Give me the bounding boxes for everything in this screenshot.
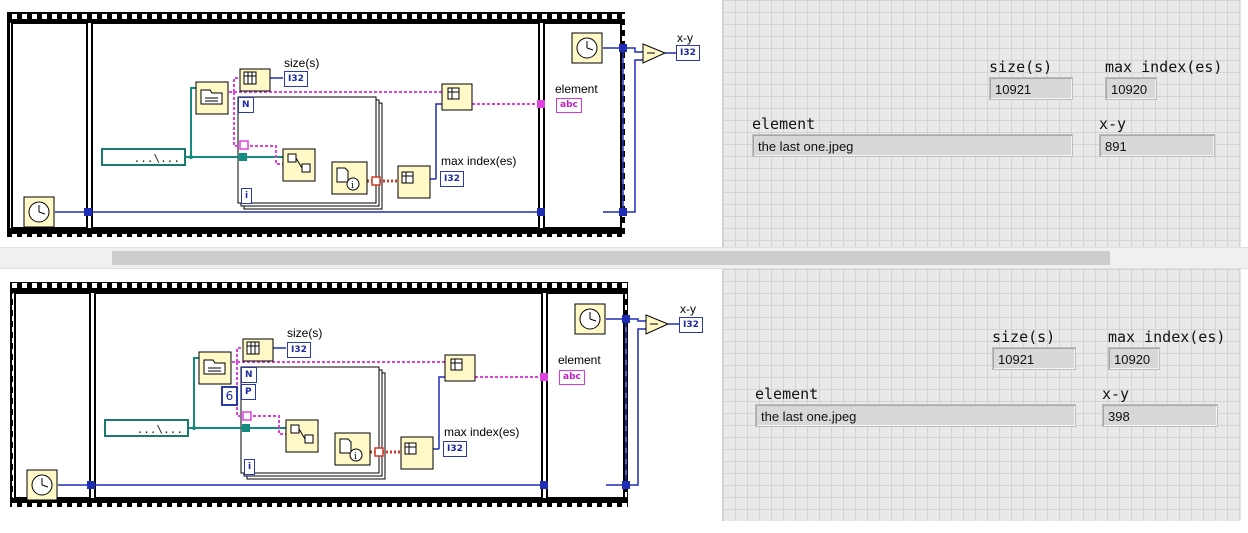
scrollbar-thumb[interactable] bbox=[112, 251, 1110, 265]
element-indicator: the last one.jpeg bbox=[755, 404, 1076, 427]
element-label: element bbox=[755, 385, 819, 403]
file-info-icon[interactable]: i bbox=[334, 432, 371, 466]
max-index-label: max index(es) bbox=[1105, 58, 1223, 76]
size-indicator: 10921 bbox=[989, 77, 1073, 100]
element-label: element bbox=[555, 82, 598, 96]
folder-list-icon[interactable] bbox=[195, 81, 229, 115]
wiring-bottom: i bbox=[10, 282, 679, 507]
subtract-icon[interactable] bbox=[645, 314, 670, 335]
clock-icon[interactable] bbox=[26, 469, 58, 501]
loop-parallel-p: P bbox=[241, 384, 256, 400]
size-indicator: 10921 bbox=[992, 347, 1076, 370]
array-index-icon[interactable] bbox=[441, 83, 473, 111]
max-index-terminal[interactable]: I32 bbox=[443, 441, 467, 457]
xy-terminal[interactable]: I32 bbox=[679, 317, 703, 333]
clock-icon[interactable] bbox=[23, 196, 55, 228]
file-info-icon[interactable]: i bbox=[331, 161, 368, 195]
element-terminal[interactable]: abc bbox=[556, 98, 582, 113]
max-min-icon[interactable] bbox=[400, 436, 434, 470]
build-path-icon[interactable] bbox=[282, 148, 316, 182]
clock-icon[interactable] bbox=[571, 32, 603, 64]
element-label: element bbox=[752, 115, 816, 133]
path-constant[interactable]: ...\... bbox=[104, 419, 189, 437]
loop-iteration-i: i bbox=[244, 459, 256, 475]
size-indicator-terminal[interactable]: I32 bbox=[284, 71, 308, 87]
block-diagram-bottom: i size(s) I32 max index(es) I32 element … bbox=[0, 269, 720, 531]
xy-terminal[interactable]: I32 bbox=[676, 45, 700, 61]
subtract-icon[interactable] bbox=[642, 43, 667, 64]
max-index-indicator: 10920 bbox=[1108, 347, 1160, 370]
svg-text:i: i bbox=[354, 452, 357, 462]
size-label: size(s) bbox=[989, 58, 1053, 76]
horizontal-scrollbar[interactable] bbox=[0, 247, 1248, 269]
xy-indicator: 398 bbox=[1102, 404, 1218, 427]
max-index-indicator: 10920 bbox=[1105, 77, 1157, 100]
size-label: size(s) bbox=[287, 326, 323, 340]
loop-count-n: N bbox=[241, 367, 257, 383]
block-diagram-top: i size(s) I32 max index(es) I32 element … bbox=[0, 0, 720, 262]
size-label: size(s) bbox=[992, 328, 1056, 346]
build-path-icon[interactable] bbox=[285, 419, 319, 453]
max-min-icon[interactable] bbox=[397, 165, 431, 199]
frame-1 bbox=[14, 292, 91, 499]
max-index-label: max index(es) bbox=[1108, 328, 1226, 346]
front-panel-top: size(s) 10921 max index(es) 10920 elemen… bbox=[722, 0, 1241, 247]
path-constant[interactable]: ...\... bbox=[101, 148, 186, 166]
loop-count-n: N bbox=[238, 97, 254, 113]
element-terminal[interactable]: abc bbox=[559, 370, 585, 385]
parallel-instances-constant[interactable]: 6 bbox=[221, 386, 238, 406]
element-indicator: the last one.jpeg bbox=[752, 134, 1073, 157]
frame-1 bbox=[11, 22, 88, 229]
array-index-icon[interactable] bbox=[242, 338, 274, 362]
element-label: element bbox=[558, 353, 601, 367]
clock-icon[interactable] bbox=[574, 303, 606, 335]
folder-list-icon[interactable] bbox=[198, 351, 232, 385]
size-indicator-terminal[interactable]: I32 bbox=[287, 342, 311, 358]
size-label: size(s) bbox=[284, 56, 320, 70]
xy-label: x-y bbox=[677, 31, 693, 45]
wiring-top: i bbox=[7, 12, 676, 237]
xy-label: x-y bbox=[1099, 115, 1127, 133]
xy-label: x-y bbox=[680, 302, 696, 316]
svg-text:i: i bbox=[351, 181, 354, 191]
max-index-terminal[interactable]: I32 bbox=[440, 171, 464, 187]
max-index-label: max index(es) bbox=[441, 154, 517, 168]
loop-iteration-i: i bbox=[241, 188, 253, 204]
xy-indicator: 891 bbox=[1099, 134, 1215, 157]
array-index-icon[interactable] bbox=[239, 68, 271, 92]
array-index-icon[interactable] bbox=[444, 354, 476, 382]
xy-label: x-y bbox=[1102, 385, 1130, 403]
front-panel-bottom: size(s) 10921 max index(es) 10920 elemen… bbox=[722, 269, 1241, 521]
max-index-label: max index(es) bbox=[444, 425, 520, 439]
